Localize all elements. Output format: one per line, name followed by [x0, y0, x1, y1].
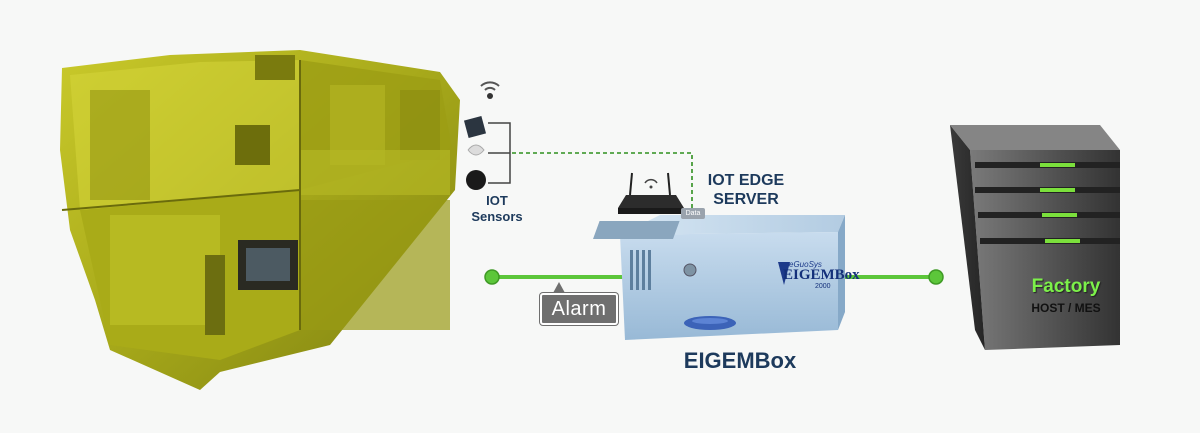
- sensor-bracket: [488, 122, 511, 184]
- alarm-callout-tail: [553, 282, 565, 293]
- factory-server: [950, 125, 1120, 350]
- router-icon: [618, 172, 684, 214]
- server-bays: [975, 162, 1120, 244]
- iot-edge-server-label: IOT EDGE SERVER: [702, 171, 790, 209]
- iot-sensors-line1: IOT: [486, 193, 508, 208]
- host-mes-label: HOST / MES: [1031, 301, 1101, 315]
- alarm-link-endpoint: [484, 269, 500, 285]
- box-brand-name: EIGEMBox: [783, 267, 860, 283]
- data-chip: Data: [681, 208, 705, 219]
- iot-sensor-light: [467, 144, 485, 156]
- iot-sensors-line2: Sensors: [471, 209, 523, 224]
- factory-label: Factory: [1031, 276, 1101, 297]
- wifi-icon: [480, 81, 500, 99]
- host-link-endpoint: [928, 269, 944, 285]
- iot-edge-line1: IOT EDGE: [707, 172, 785, 189]
- box-brand-year: 2000: [815, 283, 831, 290]
- iot-sensor-dome: [466, 170, 486, 190]
- alarm-callout: Alarm: [540, 293, 618, 325]
- eigembox-label: EIGEMBox: [683, 348, 797, 373]
- iot-sensors-label: IOT Sensors: [462, 193, 532, 225]
- iot-sensor-cube: [463, 115, 487, 139]
- iot-edge-line2: SERVER: [713, 191, 779, 208]
- semiconductor-equipment: [60, 50, 460, 390]
- box-brand-small: eGuoSys: [789, 260, 822, 269]
- eigembox-device: [593, 215, 845, 340]
- data-dashed-line: [512, 152, 693, 212]
